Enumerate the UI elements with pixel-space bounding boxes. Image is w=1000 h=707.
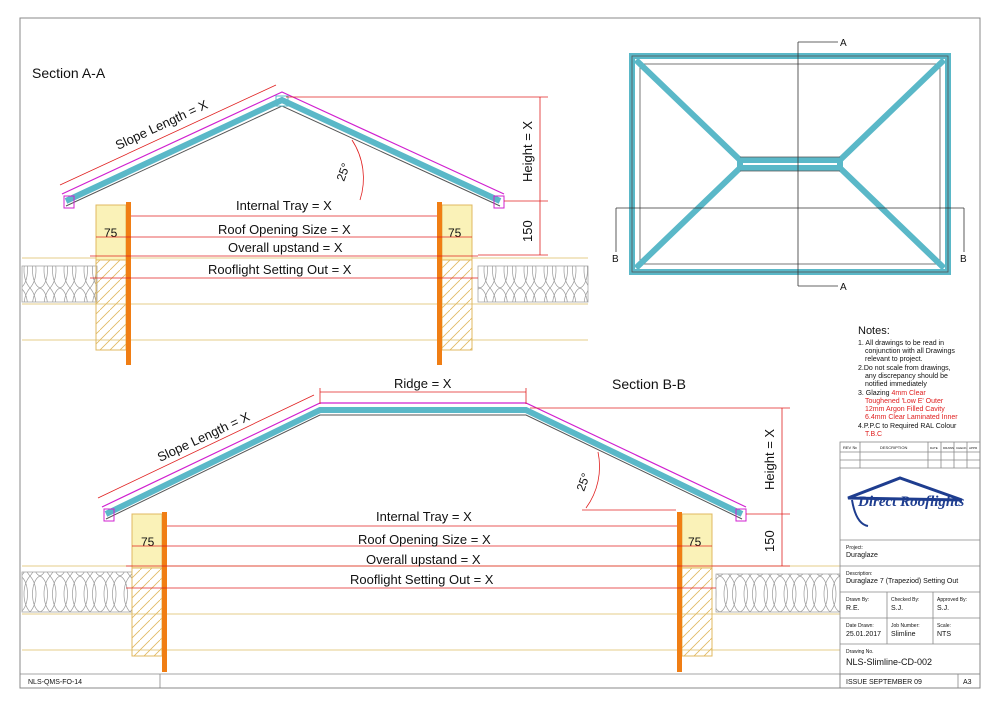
angle-label: 25°	[334, 161, 353, 183]
glazing-panel-b	[104, 407, 744, 517]
drawing-no-value: NLS-Slimline-CD-002	[846, 657, 932, 667]
title-block	[839, 441, 981, 689]
company-logo: Direct Rooflights	[847, 476, 964, 527]
dim-75-left-b: 75	[141, 535, 155, 549]
section-marker-a-bottom: A	[840, 282, 847, 293]
slope-length-label-b: Slope Length = X	[155, 409, 252, 465]
internal-tray-label-b: Internal Tray = X	[376, 509, 472, 524]
glazing-panel	[64, 96, 502, 204]
overall-upstand-label-b: Overall upstand = X	[366, 552, 481, 567]
date-label: Date Drawn:	[846, 623, 874, 629]
note-3-prefix: 3. Glazing	[858, 390, 891, 397]
rev-col-5: CHECK	[956, 446, 967, 450]
height-label-b: Height = X	[762, 429, 777, 490]
roof-opening-label-b: Roof Opening Size = X	[358, 532, 491, 547]
joist-right-b	[681, 567, 713, 657]
job-label: Job Number:	[891, 623, 920, 629]
wall-left-b	[162, 512, 167, 672]
issue-label: ISSUE SEPTEMBER 09	[846, 679, 922, 686]
svg-text:3. Glazing 4mm Clear: 3. Glazing 4mm Clear	[858, 390, 926, 397]
upstand-right	[441, 204, 473, 261]
insulation-left	[21, 265, 98, 303]
section-b-b-title: Section B-B	[612, 376, 686, 392]
insulation-right	[477, 265, 589, 303]
height-label: Height = X	[520, 121, 535, 182]
date-value: 25.01.2017	[846, 631, 881, 638]
angle-label-b: 25°	[574, 471, 593, 493]
doc-reference: NLS-QMS-FO-14	[28, 679, 82, 686]
note-1a: 1. All drawings to be read in	[858, 340, 944, 347]
checked-by-value: S.J.	[891, 605, 903, 612]
note-1c: relevant to project.	[865, 356, 923, 363]
rev-header: REV №	[843, 445, 857, 450]
scale-value: NTS	[937, 631, 951, 638]
approved-by-label: Approved By:	[937, 597, 967, 603]
ridge-label: Ridge = X	[394, 376, 452, 391]
dim-75-left: 75	[104, 226, 118, 240]
note-3c: 12mm Argon Filled Cavity	[865, 406, 945, 413]
sheet-size: A3	[963, 679, 972, 686]
slope-length-label: Slope Length = X	[113, 97, 210, 153]
section-marker-a-top: A	[840, 38, 847, 49]
note-1b: conjunction with all Drawings	[865, 348, 955, 355]
revision-header: REV № DESCRIPTION DATE DRAWN CHECK APPR	[843, 445, 978, 450]
joist-left-b	[131, 567, 163, 657]
logo-text: Direct Rooflights	[857, 494, 964, 510]
setting-out-label-b: Rooflight Setting Out = X	[350, 572, 494, 587]
wall-right-b	[677, 512, 682, 672]
checked-by-label: Checked By:	[891, 597, 919, 603]
notes-heading: Notes:	[858, 325, 890, 337]
notes-block: Notes: 1. All drawings to be read in con…	[858, 325, 958, 438]
internal-tray-label: Internal Tray = X	[236, 198, 332, 213]
upstand-left-b	[131, 513, 163, 569]
job-value: Slimline	[891, 631, 916, 638]
note-3a: 4mm Clear	[891, 390, 926, 397]
sheet-border	[19, 17, 981, 689]
dim-75-right-b: 75	[688, 535, 702, 549]
wall-right	[437, 202, 442, 365]
drawing-no-label: Drawing No.	[846, 649, 874, 655]
description-header: DESCRIPTION	[880, 445, 907, 450]
scale-label: Scale:	[937, 623, 951, 629]
section-a-a: Section A-A 75 75 Slope Length = X Heigh…	[21, 65, 589, 365]
dim-75-right: 75	[448, 226, 462, 240]
rev-col-3: DATE	[930, 446, 938, 450]
section-marker-b-right: B	[960, 254, 967, 265]
insulation-right-b	[715, 573, 841, 613]
roof-opening-label: Roof Opening Size = X	[218, 222, 351, 237]
section-a-a-title: Section A-A	[32, 65, 106, 81]
note-2b: any discrepancy should be	[865, 373, 948, 380]
section-marker-b-left: B	[612, 254, 619, 265]
note-4b: T.B.C	[865, 431, 882, 438]
overall-upstand-label: Overall upstand = X	[228, 240, 343, 255]
project-label: Project:	[846, 545, 863, 551]
project-value: Duraglaze	[846, 552, 878, 559]
approved-by-value: S.J.	[937, 605, 949, 612]
description-value: Duraglaze 7 (Trapeziod) Setting Out	[846, 578, 958, 585]
section-b-b: Section B-B 75 75 Ridge = X Slope Length…	[21, 376, 841, 672]
note-2c: notified immediately	[865, 381, 927, 388]
insulation-left-b	[21, 571, 133, 613]
title-block-text: Project: Duraglaze Description: Duraglaz…	[28, 545, 972, 686]
joist-right	[441, 259, 473, 351]
dim-150-label: 150	[520, 220, 535, 242]
note-3d: 6.4mm Clear Laminated Inner	[865, 414, 958, 421]
setting-out-label: Rooflight Setting Out = X	[208, 262, 352, 277]
drawn-by-value: R.E.	[846, 605, 860, 612]
plan-view: A A B B	[612, 38, 967, 293]
drawn-by-label: Drawn By:	[846, 597, 869, 603]
dim-150-label-b: 150	[762, 530, 777, 552]
note-4a: 4.P.P.C to Required RAL Colour	[858, 423, 957, 430]
note-3b: Toughened 'Low E' Outer	[865, 398, 944, 405]
joist-left	[95, 259, 127, 351]
note-2a: 2.Do not scale from drawings,	[858, 365, 951, 372]
description-label: Description:	[846, 571, 872, 577]
wall-left	[126, 202, 131, 365]
rev-col-6: APPR	[969, 446, 978, 450]
rev-col-4: DRAWN	[943, 446, 954, 450]
